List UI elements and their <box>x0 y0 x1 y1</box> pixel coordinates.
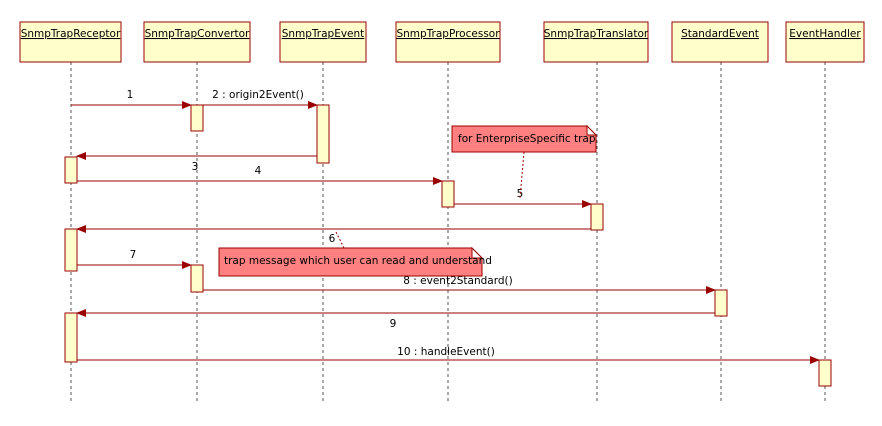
lifeline-box-snmp-trap-translator <box>543 21 649 63</box>
lifeline-box-snmp-trap-event <box>279 21 367 63</box>
note-fold-1 <box>586 124 598 136</box>
lifeline-box-standard-event <box>671 21 769 63</box>
note-fold-2 <box>471 246 484 259</box>
activation-bar-1 <box>190 104 204 132</box>
message-label-9: 9 <box>390 318 397 330</box>
message-label-3: 3 <box>192 161 199 173</box>
activation-bar-4 <box>441 180 455 208</box>
activation-bar-5 <box>590 203 604 231</box>
message-label-2: 2 : origin2Event() <box>212 89 304 101</box>
lifeline-name-snmp-trap-convertor: SnmpTrapConvertor <box>145 28 250 40</box>
activation-bar-9 <box>64 312 78 363</box>
note-text-1: for EnterpriseSpecific trap <box>458 133 596 145</box>
note-box-1 <box>451 125 597 153</box>
note-box-2 <box>218 247 483 277</box>
lifeline-box-snmp-trap-convertor <box>143 21 251 63</box>
lifeline-box-event-handler <box>785 21 865 63</box>
lifeline-name-snmp-trap-event: SnmpTrapEvent <box>282 28 365 40</box>
lifeline-name-snmp-trap-translator: SnmpTrapTranslator <box>544 28 649 40</box>
message-label-6: 6 <box>329 233 336 245</box>
message-label-10: 10 : handleEvent() <box>397 346 495 358</box>
message-label-8: 8 : event2Standard() <box>403 275 512 287</box>
lifeline-name-snmp-trap-processor: SnmpTrapProcessor <box>396 28 500 40</box>
activation-bar-2 <box>316 104 330 164</box>
activation-bar-10 <box>818 359 832 387</box>
activation-bar-7 <box>190 264 204 293</box>
note-link-2 <box>335 231 345 249</box>
lifeline-name-standard-event: StandardEvent <box>681 28 759 40</box>
activation-bar-6 <box>64 228 78 272</box>
message-label-4: 4 <box>255 165 262 177</box>
message-label-5: 5 <box>517 188 524 200</box>
lifeline-box-snmp-trap-receptor <box>19 21 122 63</box>
note-text-2: trap message which user can read and und… <box>224 255 492 267</box>
lifeline-name-event-handler: EventHandler <box>789 28 861 40</box>
activation-bar-3 <box>64 156 78 184</box>
activation-bar-8 <box>714 289 728 317</box>
lifeline-name-snmp-trap-receptor: SnmpTrapReceptor <box>21 28 121 40</box>
message-label-7: 7 <box>130 249 137 261</box>
message-label-1: 1 <box>127 89 134 101</box>
lifeline-box-snmp-trap-processor <box>395 21 501 63</box>
